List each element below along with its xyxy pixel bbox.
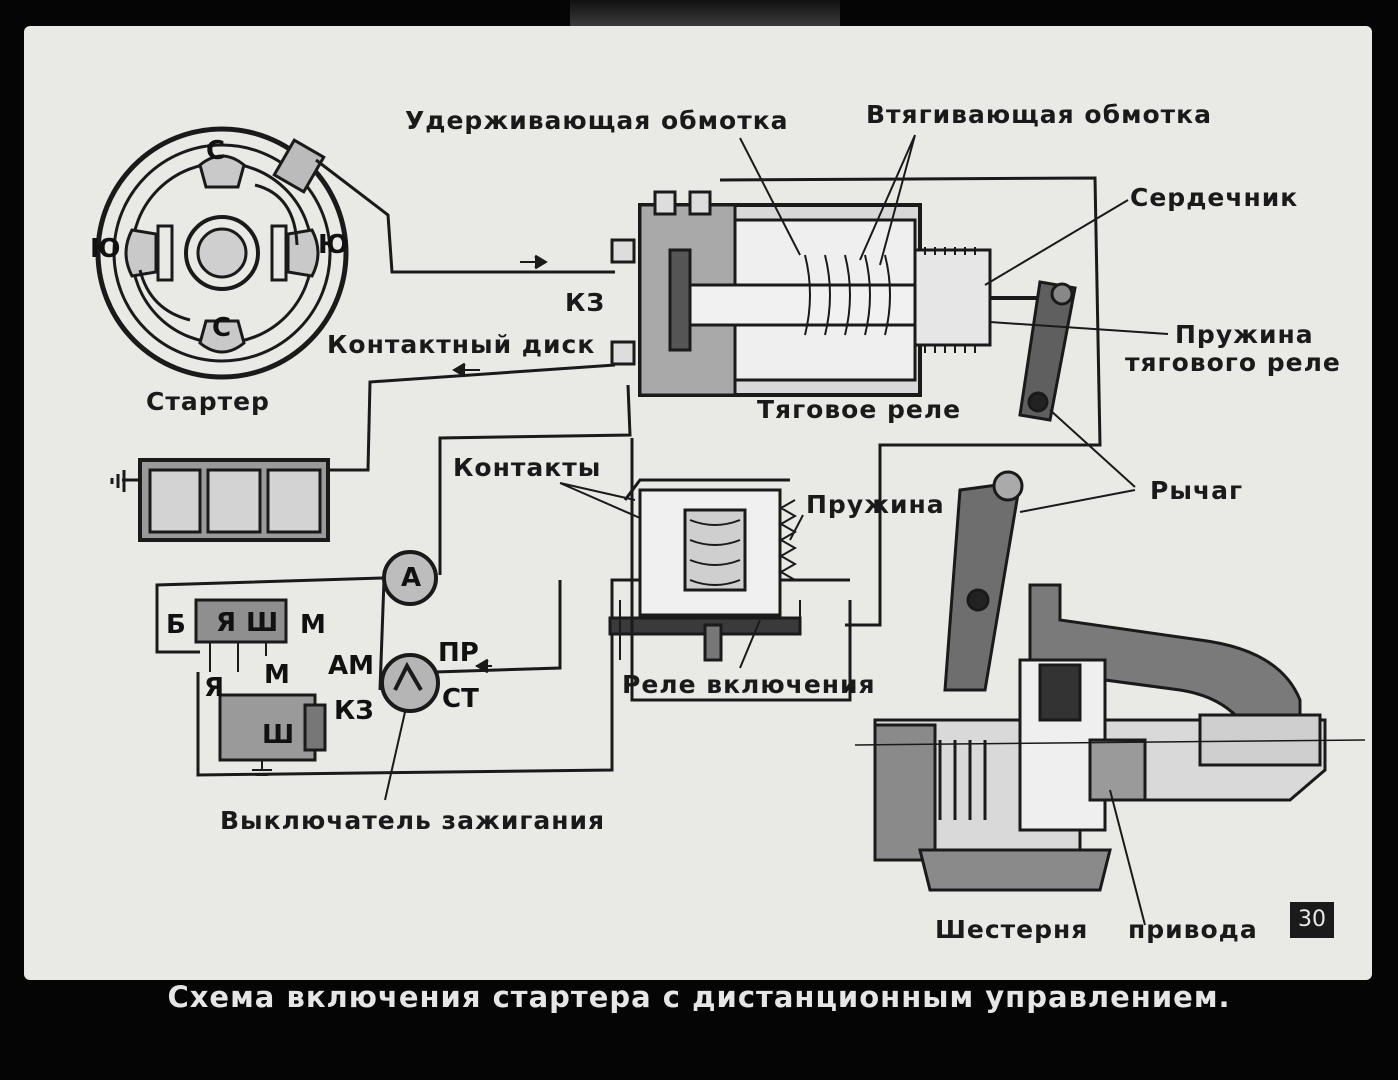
label-relay-spring-1: Пружина xyxy=(1175,320,1314,349)
label-contacts: Контакты xyxy=(453,453,602,482)
label-kz-top: КЗ xyxy=(565,288,606,317)
label-pulling-winding: Втягивающая обмотка xyxy=(866,100,1213,129)
label-core: Сердечник xyxy=(1130,183,1299,212)
drive-mechanism xyxy=(854,470,1366,926)
label-traction-relay: Тяговое реле xyxy=(757,395,962,424)
regulator-sh: Ш xyxy=(246,608,279,638)
switch-relay xyxy=(608,478,802,662)
switch-am: АМ xyxy=(328,651,374,681)
brush-c-top: С xyxy=(206,136,226,166)
label-drive-gear-2: привода xyxy=(1128,915,1258,944)
switch-kz: КЗ xyxy=(334,696,374,726)
generator-ya: Я xyxy=(204,673,225,703)
regulator-ya: Я xyxy=(216,608,237,638)
label-holding-winding: Удерживающая обмотка xyxy=(405,106,789,135)
projector-frame-edge xyxy=(570,0,840,26)
label-lever: Рычаг xyxy=(1150,476,1244,505)
brush-c-bottom: С xyxy=(212,313,232,343)
brush-yu-left: Ю xyxy=(90,234,121,264)
switch-pr: ПР xyxy=(438,638,479,668)
label-ignition-switch: Выключатель зажигания xyxy=(220,806,606,835)
label-contact-disk: Контактный диск xyxy=(327,330,596,359)
brush-yu-right: Ю xyxy=(318,230,349,260)
regulator-b: Б xyxy=(166,610,186,640)
label-switch-relay: Реле включения xyxy=(622,670,876,699)
label-starter: Стартер xyxy=(146,387,270,416)
ammeter-symbol: A xyxy=(401,563,422,593)
label-relay-spring-2: тягового реле xyxy=(1125,348,1341,377)
generator-m: М xyxy=(264,660,290,690)
starter-motor xyxy=(95,126,349,380)
label-drive-gear-1: Шестерня xyxy=(935,915,1089,944)
label-spring: Пружина xyxy=(806,490,945,519)
generator-sh: Ш xyxy=(262,720,295,750)
battery xyxy=(110,458,330,542)
regulator-m: М xyxy=(300,610,326,640)
switch-st: СТ xyxy=(442,684,479,714)
slide-caption: Схема включения стартера с дистанционным… xyxy=(167,980,1231,1014)
slide-number: 30 xyxy=(1290,902,1334,938)
traction-relay xyxy=(610,190,992,397)
